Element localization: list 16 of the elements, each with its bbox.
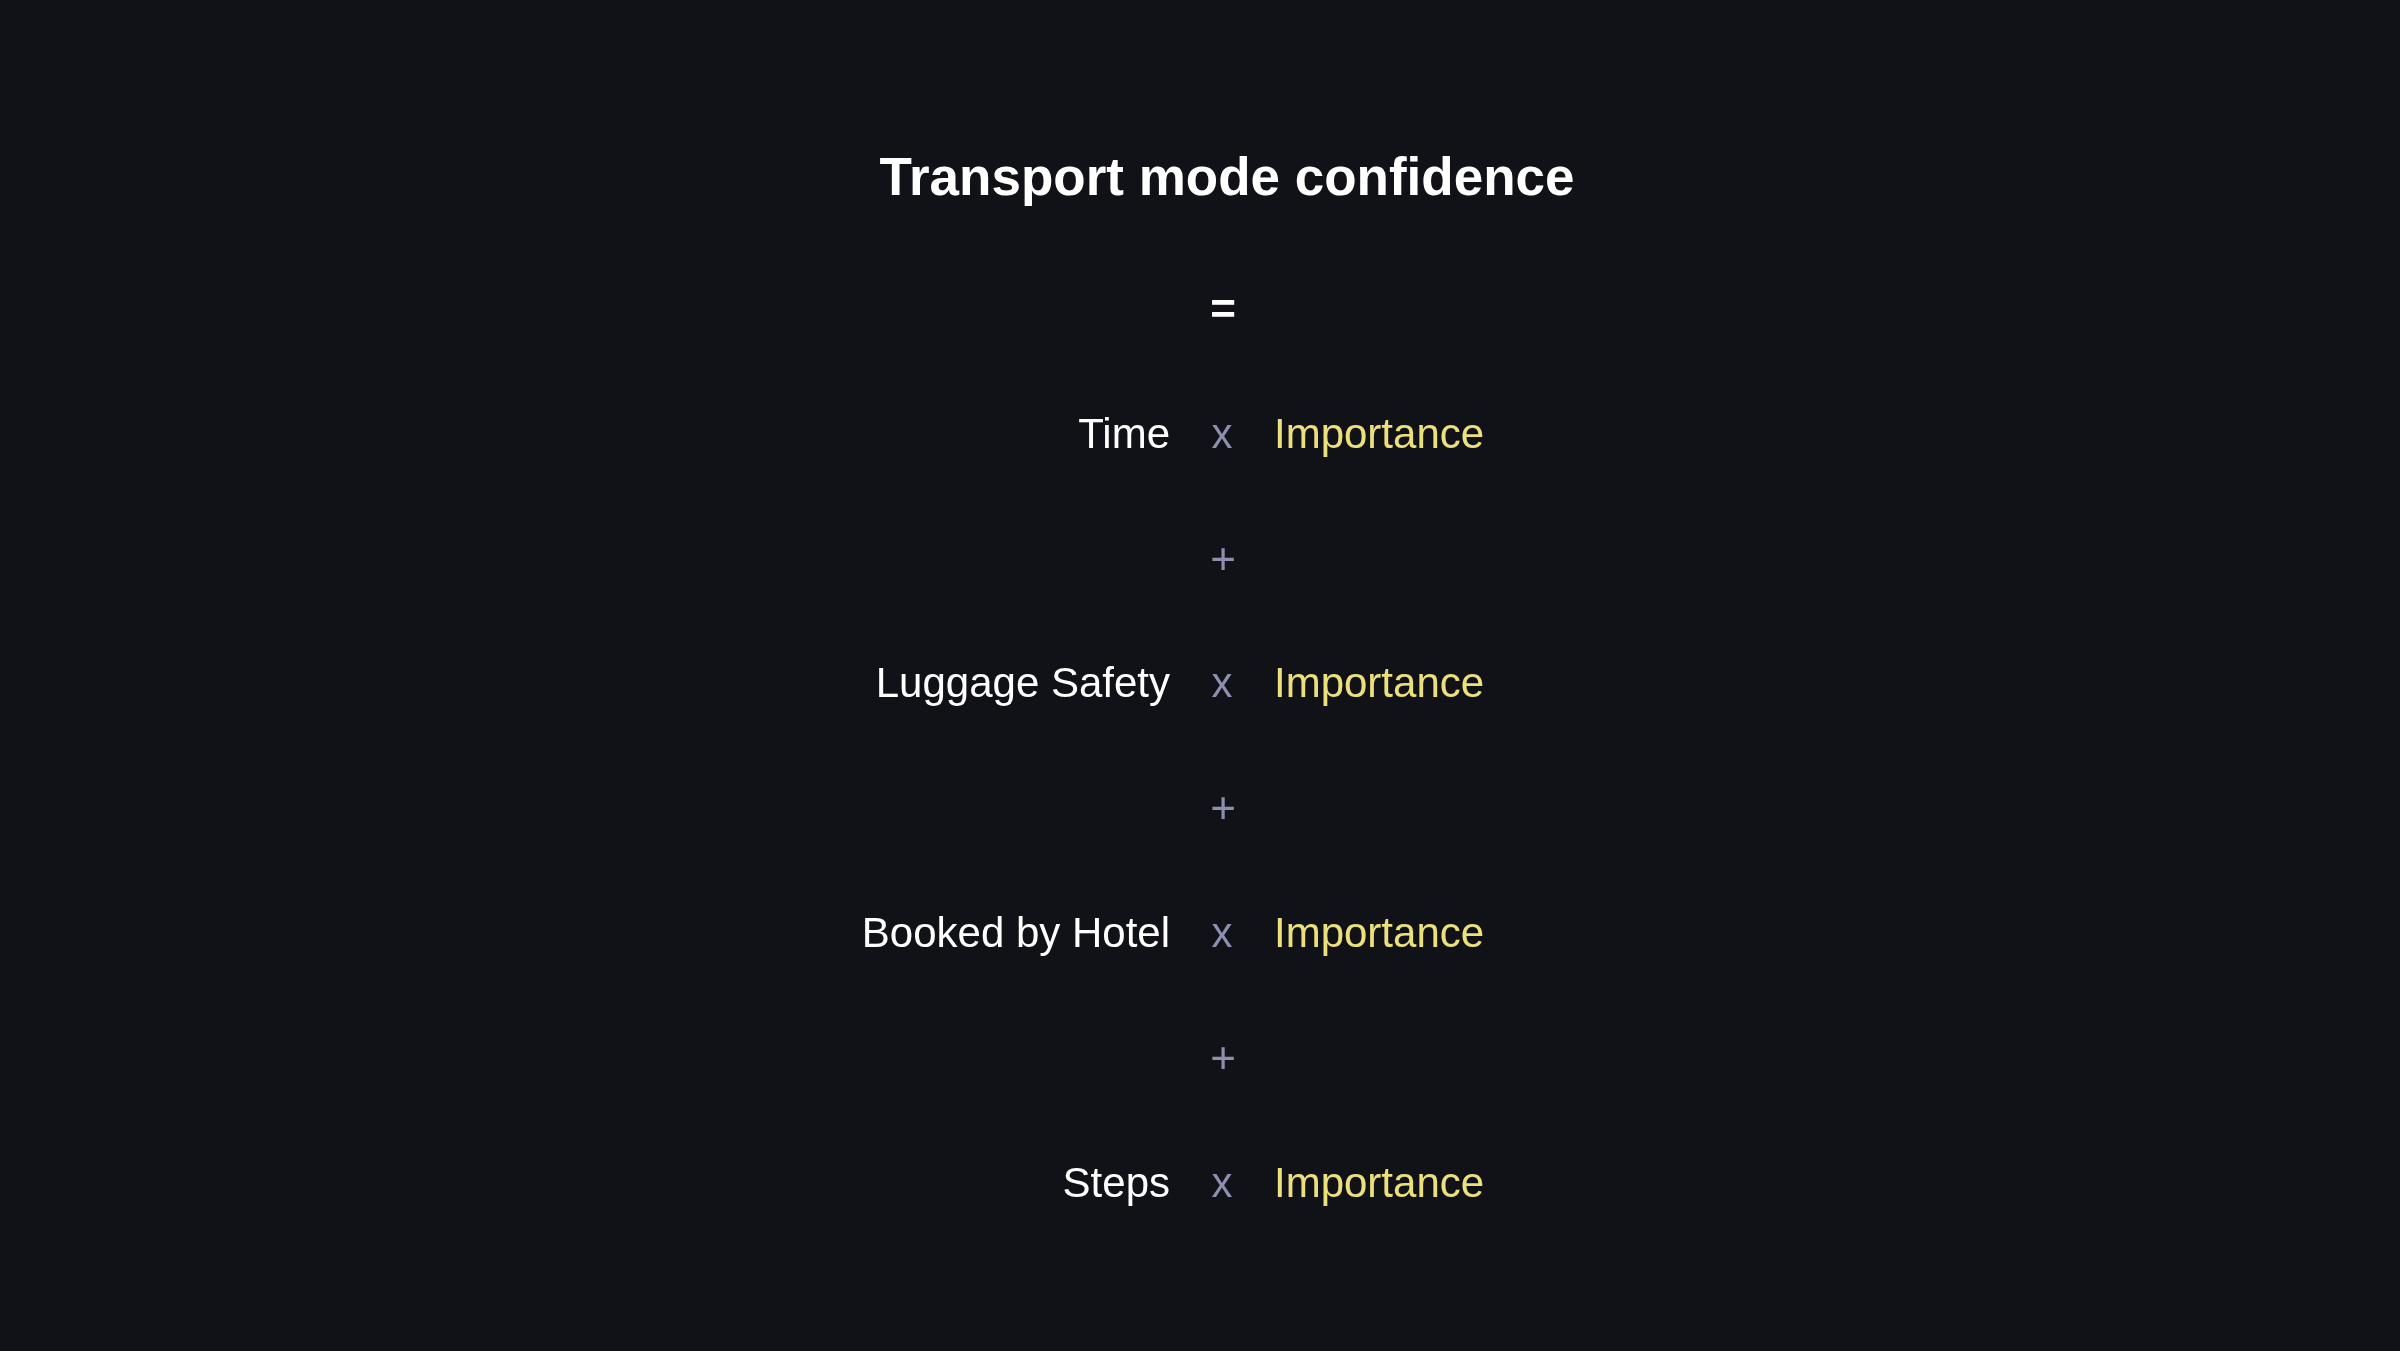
plus-sign: +: [1210, 786, 1236, 831]
multiply-sign: x: [1211, 412, 1233, 455]
weight-label: Importance: [1274, 912, 1485, 954]
plus-sign: +: [1210, 1035, 1236, 1080]
plus-sign: +: [1210, 536, 1236, 581]
factor-label: Luggage Safety: [875, 662, 1170, 705]
factor-label: Booked by Hotel: [861, 912, 1170, 954]
weight-label: Importance: [1274, 412, 1485, 455]
factor-label: Time: [1078, 412, 1170, 455]
multiply-sign: x: [1211, 1161, 1233, 1204]
weight-label: Importance: [1274, 662, 1485, 705]
weight-label: Importance: [1274, 1161, 1485, 1204]
factor-label: Steps: [1062, 1161, 1170, 1204]
equals-sign: =: [1210, 287, 1236, 331]
multiply-sign: x: [1211, 662, 1233, 705]
multiply-sign: x: [1211, 912, 1233, 954]
